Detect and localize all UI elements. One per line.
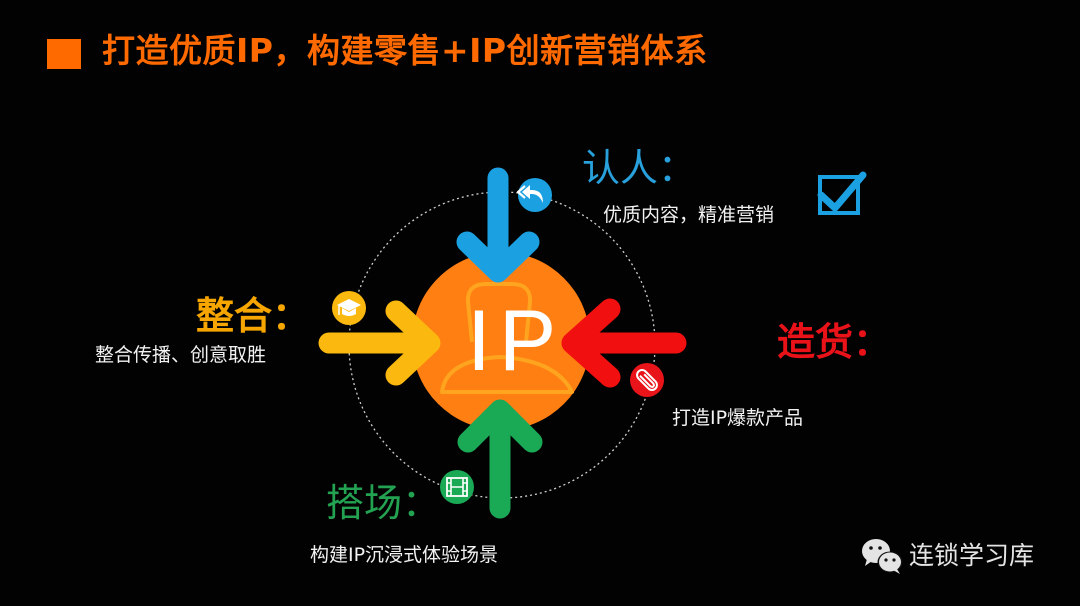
watermark-text: 连锁学习库 [909,541,1035,570]
checkbox-checked-icon [817,171,867,215]
heading-recognize-people: 认人： [582,146,697,190]
film-icon [440,470,474,504]
subtext-build-scene: 构建IP沉浸式体验场景 [310,544,499,566]
page-title: 打造优质IP，构建零售+IP创新营销体系 [102,31,708,70]
arrow-down-blue [456,167,540,283]
paperclip-icon [630,363,664,397]
subtext-make-goods: 打造IP爆款产品 [672,407,804,429]
heading-make-goods: 造货： [777,320,892,364]
arrow-up-green [457,399,543,519]
person-outline-icon [440,282,574,394]
graduation-cap-icon [332,291,366,325]
reply-all-icon [516,178,552,212]
wechat-icon [862,539,903,574]
heading-integrate: 整合： [196,294,311,338]
title-marker-square [47,39,81,69]
heading-build-scene: 搭场： [326,481,441,525]
subtext-integrate: 整合传播、创意取胜 [95,344,267,366]
watermark: 连锁学习库 [860,536,1034,576]
arrow-right-yellow [318,300,441,386]
center-ip-label: IP [467,293,564,389]
subtext-recognize-people: 优质内容，精准营销 [603,204,775,226]
arrow-left-red [561,298,687,388]
center-ip-circle: IP [412,252,590,430]
